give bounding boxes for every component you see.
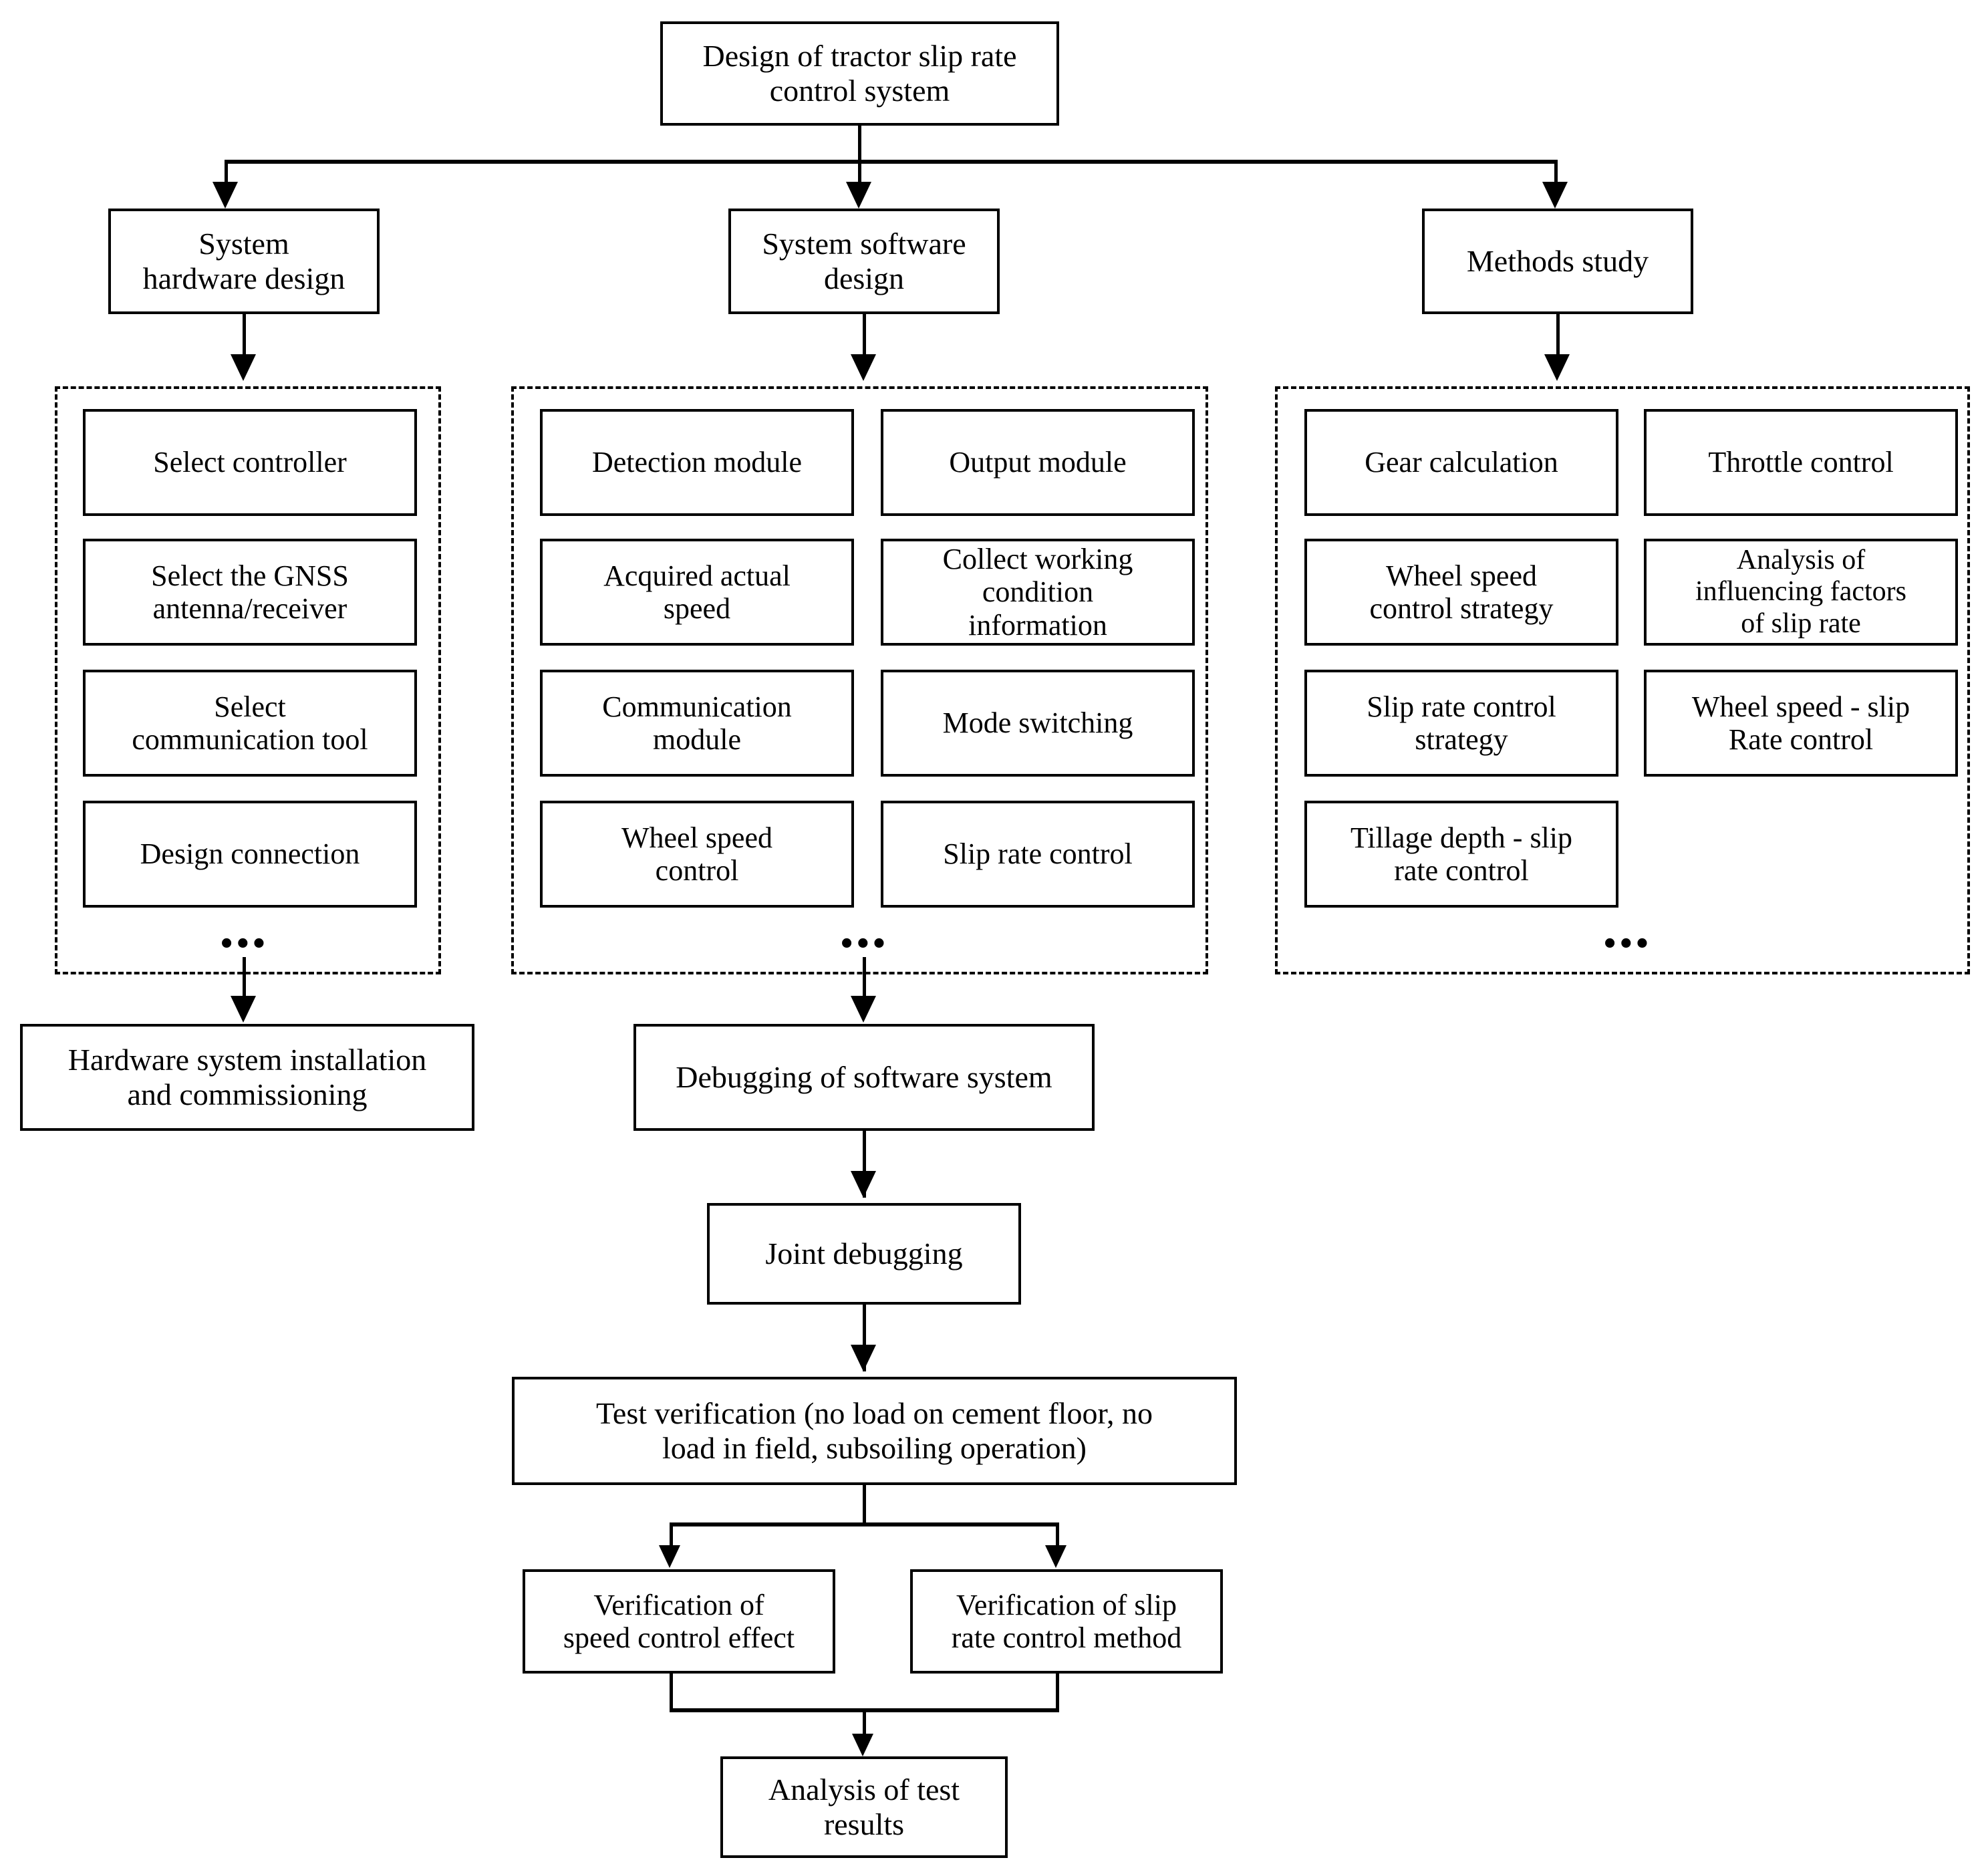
node-debugging-of-software-system: Debugging of software system	[633, 1024, 1095, 1131]
node-mode-switching: Mode switching	[881, 670, 1195, 777]
node-system-hardware-design: System hardware design	[108, 209, 380, 314]
hardware-group-ellipsis: •••	[221, 924, 269, 962]
arrowhead-methods-group	[1544, 354, 1570, 381]
node-test-verification: Test verification (no load on cement flo…	[512, 1377, 1237, 1485]
hardware-design-group	[55, 386, 441, 974]
connector-merge-stem	[863, 1708, 866, 1743]
node-detection-module: Detection module	[540, 409, 854, 516]
connector-hardware-to-group	[243, 314, 246, 361]
node-hardware-system-installation-and-commissioning: Hardware system installation and commiss…	[20, 1024, 474, 1131]
node-select-controller: Select controller	[83, 409, 417, 516]
node-analysis-of-influencing-factors-of-slip-rate: Analysis of influencing factors of slip …	[1644, 539, 1958, 646]
connector-bus-leg-center	[858, 160, 861, 190]
software-group-ellipsis: •••	[841, 924, 889, 962]
node-slip-rate-control: Slip rate control	[881, 801, 1195, 908]
connector-hardware-group-to-commissioning	[243, 957, 246, 1016]
node-joint-debugging: Joint debugging	[707, 1203, 1021, 1305]
connector-merge-leg-right	[1056, 1674, 1059, 1712]
node-system-software-design: System software design	[728, 209, 1000, 314]
arrowhead-to-methods-study	[1542, 182, 1568, 209]
node-collect-working-condition-information: Collect working condition information	[881, 539, 1195, 646]
node-throttle-control: Throttle control	[1644, 409, 1958, 516]
node-select-communication-tool: Select communication tool	[83, 670, 417, 777]
connector-test-split-stem	[863, 1485, 866, 1525]
connector-debugging-to-joint	[863, 1131, 866, 1198]
node-tillage-depth-slip-rate-control: Tillage depth - slip rate control	[1304, 801, 1618, 908]
connector-root-stem	[858, 126, 861, 163]
node-communication-module: Communication module	[540, 670, 854, 777]
arrowhead-hardware-commissioning	[231, 996, 256, 1023]
arrowhead-verify-slip	[1045, 1545, 1067, 1568]
node-methods-study: Methods study	[1422, 209, 1693, 314]
connector-methods-to-group	[1556, 314, 1560, 361]
arrowhead-joint-debugging	[851, 1171, 876, 1198]
connector-split-leg-left	[670, 1522, 673, 1555]
software-design-group	[511, 386, 1208, 974]
node-slip-rate-control-strategy: Slip rate control strategy	[1304, 670, 1618, 777]
arrowhead-software-group	[851, 354, 876, 381]
arrowhead-verify-speed	[659, 1545, 680, 1568]
connector-bus-leg-right	[1554, 160, 1558, 190]
connector-software-group-to-debugging	[863, 957, 866, 1016]
connector-split-leg-right	[1056, 1522, 1059, 1555]
node-wheel-speed-control-strategy: Wheel speed control strategy	[1304, 539, 1618, 646]
connector-software-to-group	[863, 314, 866, 361]
connector-distribution-bus	[226, 160, 1558, 164]
connector-joint-to-test	[863, 1305, 866, 1371]
methods-study-group	[1275, 386, 1970, 974]
connector-test-split-bus	[671, 1522, 1058, 1526]
arrowhead-test-verification	[851, 1345, 876, 1371]
arrowhead-software-debugging	[851, 996, 876, 1023]
node-design-of-tractor-slip-rate-control-system: Design of tractor slip rate control syst…	[660, 21, 1059, 126]
node-analysis-of-test-results: Analysis of test results	[720, 1756, 1008, 1858]
node-verification-of-speed-control-effect: Verification of speed control effect	[523, 1569, 835, 1674]
node-acquired-actual-speed: Acquired actual speed	[540, 539, 854, 646]
arrowhead-to-software-design	[846, 182, 871, 209]
methods-group-ellipsis: •••	[1604, 924, 1653, 962]
node-select-the-gnss-antenna-receiver: Select the GNSS antenna/receiver	[83, 539, 417, 646]
arrowhead-hardware-group	[231, 354, 256, 381]
arrowhead-to-hardware-design	[212, 182, 238, 209]
node-verification-of-slip-rate-control-method: Verification of slip rate control method	[910, 1569, 1223, 1674]
node-wheel-speed-slip-rate-control: Wheel speed - slip Rate control	[1644, 670, 1958, 777]
node-wheel-speed-control: Wheel speed control	[540, 801, 854, 908]
node-gear-calculation: Gear calculation	[1304, 409, 1618, 516]
connector-bus-leg-left	[225, 160, 228, 190]
node-output-module: Output module	[881, 409, 1195, 516]
node-design-connection: Design connection	[83, 801, 417, 908]
arrowhead-analysis-results	[852, 1734, 873, 1756]
connector-merge-leg-left	[670, 1674, 673, 1712]
